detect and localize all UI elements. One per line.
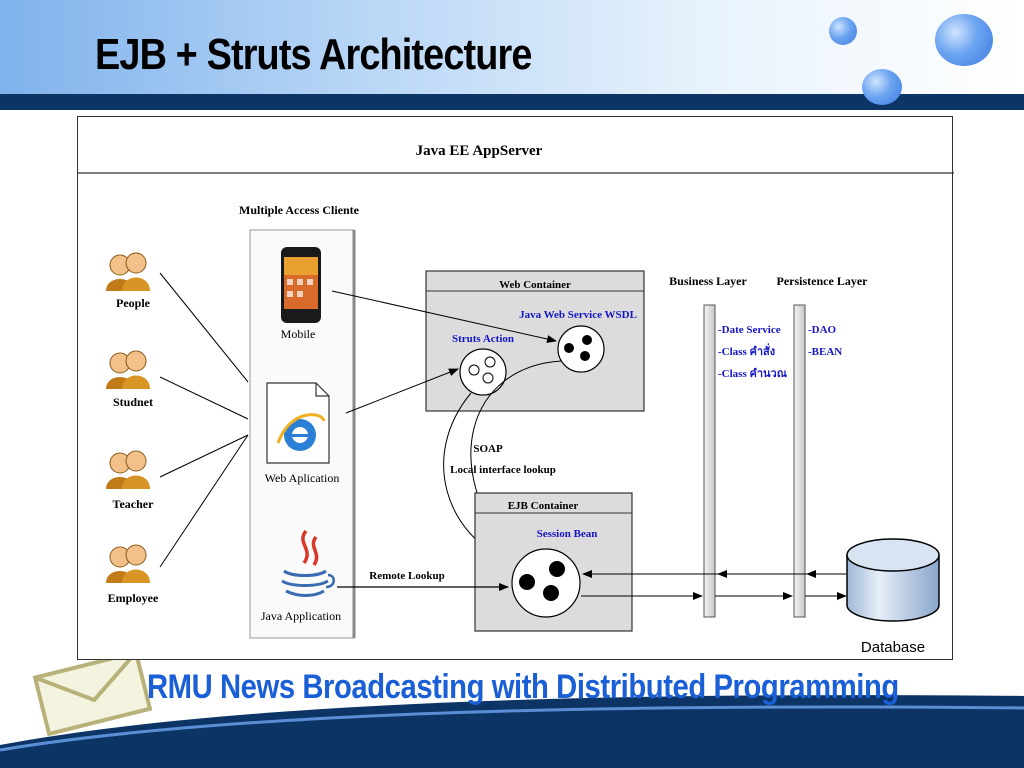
footer-swoosh: [0, 695, 1024, 768]
java-coffee-icon: [281, 529, 335, 597]
bubble-decoration: [862, 69, 902, 105]
user-label-student: Studnet: [113, 395, 153, 409]
user-label-people: People: [116, 296, 151, 310]
server-title: Java EE AppServer: [416, 143, 543, 159]
bubble-decoration: [829, 17, 857, 45]
envelope-icon: [32, 650, 153, 736]
client-label-mobile: Mobile: [281, 327, 316, 341]
struts-node: [459, 348, 507, 396]
header-bar: [0, 94, 1024, 110]
persistence-item: -BEAN: [808, 346, 842, 358]
business-item: -Class คำนวณ: [718, 367, 788, 380]
business-layer-title: Business Layer: [669, 274, 747, 288]
persistence-layer-bar: [793, 304, 806, 618]
business-item: -Class คำสั่ง: [718, 343, 775, 358]
persistence-item: -DAO: [808, 324, 837, 336]
users-icon: [106, 252, 150, 291]
web-container-title: Web Container: [499, 279, 571, 291]
remote-lookup-label: Remote Lookup: [369, 570, 444, 582]
client-label-web: Web Aplication: [265, 471, 340, 485]
database-icon: [846, 538, 940, 622]
web-page-icon: [266, 382, 330, 464]
bubble-decoration: [935, 14, 993, 66]
clients-title: Multiple Access Cliente: [239, 203, 360, 217]
database-label: Database: [861, 639, 925, 656]
local-lookup-label: Local interface lookup: [450, 464, 556, 476]
slide-title: EJB + Struts Architecture: [95, 30, 532, 79]
ejb-container-title: EJB Container: [508, 500, 579, 512]
soap-label: SOAP: [473, 443, 503, 455]
wsdl-node: [557, 325, 605, 373]
persistence-layer-title: Persistence Layer: [777, 274, 869, 288]
users-icon: [106, 544, 150, 583]
users-icon: [106, 450, 150, 489]
wsdl-label: Java Web Service WSDL: [519, 309, 637, 321]
client-label-java: Java Application: [261, 609, 341, 623]
user-label-employee: Employee: [108, 591, 159, 605]
slide-header: [0, 0, 1024, 96]
user-label-teacher: Teacher: [113, 497, 155, 511]
footer-title: RMU News Broadcasting with Distributed P…: [147, 668, 899, 706]
session-bean-label: Session Bean: [537, 528, 598, 540]
mobile-phone-icon: [281, 247, 321, 323]
users-icon: [106, 350, 150, 389]
architecture-diagram: Java EE AppServer Multiple Access Client…: [77, 116, 954, 660]
struts-label: Struts Action: [452, 333, 514, 345]
business-layer-bar: [703, 304, 716, 618]
business-item: -Date Service: [718, 324, 781, 336]
web-container: [425, 270, 645, 412]
